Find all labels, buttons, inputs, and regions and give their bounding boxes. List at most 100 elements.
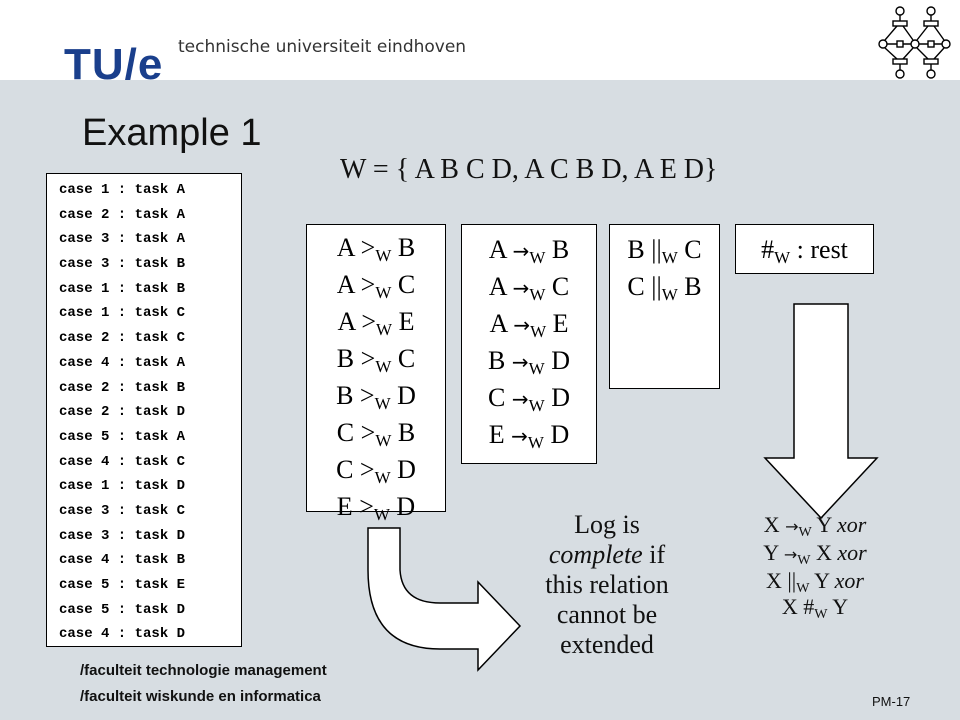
xor-variable: Y: [832, 594, 849, 619]
causal-relation-row: A →W B: [462, 231, 596, 268]
arrow-symbol: →: [511, 387, 529, 411]
relation-task: B: [336, 344, 355, 373]
relation-symbol: ||: [651, 272, 662, 301]
relation-task: C: [627, 272, 645, 301]
event-log-row: case 2 : task C: [59, 330, 186, 347]
causal-relation-row: B →W D: [462, 342, 596, 379]
relation-symbol: >: [359, 381, 375, 410]
follows-relation-row: C >W D: [307, 451, 445, 488]
relation-task: E: [488, 420, 505, 449]
xor-symbol: ||: [787, 568, 797, 593]
relation-subscript: W: [527, 433, 544, 452]
event-log-row: case 4 : task C: [59, 453, 186, 470]
relation-subscript: W: [529, 248, 546, 267]
event-log-row: case 3 : task A: [59, 231, 186, 248]
note-line-2: complete if: [520, 540, 694, 570]
relation-symbol: >: [361, 307, 377, 336]
header-bar: [0, 0, 960, 80]
event-log-row: case 1 : task C: [59, 305, 186, 322]
causal-relation-row: E →W D: [462, 416, 596, 453]
workflow-log-formula: W = { A B C D, A C B D, A E D}: [340, 154, 718, 185]
curved-arrow-icon: [367, 527, 522, 672]
xor-subscript: W: [814, 607, 828, 622]
relation-symbol: >: [360, 344, 376, 373]
relation-symbol: >: [359, 492, 374, 521]
relation-subscript: W: [374, 394, 391, 413]
follows-relation-row: A >W B: [307, 229, 445, 266]
note-line-5: extended: [560, 630, 654, 659]
follows-relation-row: B >W D: [307, 377, 445, 414]
xor-tag: xor: [837, 540, 867, 565]
event-log-row: case 1 : task D: [59, 478, 186, 495]
relation-symbol: >: [360, 418, 376, 447]
follows-relation-row: C >W B: [307, 414, 445, 451]
note-if-word: if: [642, 540, 666, 569]
event-log-row: case 3 : task D: [59, 527, 186, 544]
relation-task: A: [488, 272, 507, 301]
relation-subscript: W: [375, 246, 392, 265]
choice-subscript: W: [774, 248, 791, 267]
footer-faculty-1: /faculteit technologie management: [80, 662, 327, 679]
completeness-note: Log is complete if this relation cannot …: [520, 510, 694, 660]
xor-rule-row: X #W Y: [730, 594, 900, 622]
note-line-4: cannot be: [556, 600, 658, 629]
event-log-row: case 1 : task B: [59, 280, 186, 297]
relation-subscript: W: [375, 431, 392, 450]
choice-relation-row: #W : rest: [736, 231, 873, 268]
university-name: technische universiteit eindhoven: [178, 37, 467, 57]
xor-variable: X: [765, 568, 782, 593]
relation-task: B: [551, 235, 570, 264]
relation-subscript: W: [373, 505, 390, 524]
relation-symbol: ||: [651, 235, 662, 264]
footer-faculty-2: /faculteit wiskunde en informatica: [80, 688, 321, 705]
choice-symbol: #: [761, 235, 775, 264]
relation-task: C: [397, 344, 416, 373]
event-log-row: case 2 : task D: [59, 404, 186, 421]
xor-symbol: →: [783, 545, 798, 564]
relation-task: A: [489, 309, 507, 338]
relation-subscript: W: [528, 396, 545, 415]
relation-task: A: [488, 235, 507, 264]
event-log-row: case 5 : task E: [59, 577, 186, 593]
xor-subscript: W: [797, 553, 811, 568]
page-number: PM-17: [872, 694, 911, 709]
note-line-1: Log is: [574, 510, 640, 539]
relation-task: B: [684, 272, 702, 301]
relation-subscript: W: [661, 285, 678, 304]
causal-relation-row: A →W C: [462, 268, 596, 305]
xor-tag: xor: [834, 568, 864, 593]
relation-symbol: >: [360, 233, 376, 262]
tue-logo: TU/e: [64, 40, 164, 89]
relation-subscript: W: [661, 248, 678, 267]
xor-variable: Y: [814, 568, 830, 593]
note-complete-word: complete: [548, 540, 643, 569]
relation-task: D: [397, 455, 416, 484]
event-log-row: case 1 : task A: [59, 182, 186, 198]
choice-relation-box: #W : rest: [735, 224, 874, 274]
event-log-row: case 4 : task A: [59, 354, 186, 371]
xor-variable: X: [815, 540, 832, 565]
event-log-row: case 2 : task A: [59, 206, 186, 223]
relation-symbol: >: [360, 270, 376, 299]
event-log-row: case 2 : task B: [59, 379, 186, 396]
xor-subscript: W: [798, 525, 812, 540]
slide-title: Example 1: [82, 112, 262, 154]
xor-tag: xor: [836, 512, 867, 537]
causal-relation-row: C →W D: [462, 379, 596, 416]
note-line-3: this relation: [545, 570, 669, 599]
causal-relation-row: A →W E: [462, 305, 596, 342]
arrow-symbol: →: [511, 424, 528, 448]
parallel-relation-row: B ||W C: [610, 231, 719, 268]
relation-task: B: [397, 418, 416, 447]
xor-rule-row: X ||W Y xor: [730, 568, 900, 596]
relation-task: A: [336, 270, 355, 299]
relation-task: D: [397, 381, 416, 410]
event-log-list: case 1 : task A case 2 : task A case 3 : t…: [46, 173, 242, 647]
event-log-row: case 4 : task B: [59, 552, 186, 569]
relation-task: E: [398, 307, 415, 336]
relation-task: D: [550, 420, 570, 449]
relation-task: D: [551, 346, 570, 375]
petri-net-icon: [878, 6, 951, 79]
follows-relation-row: A >W C: [307, 266, 445, 303]
